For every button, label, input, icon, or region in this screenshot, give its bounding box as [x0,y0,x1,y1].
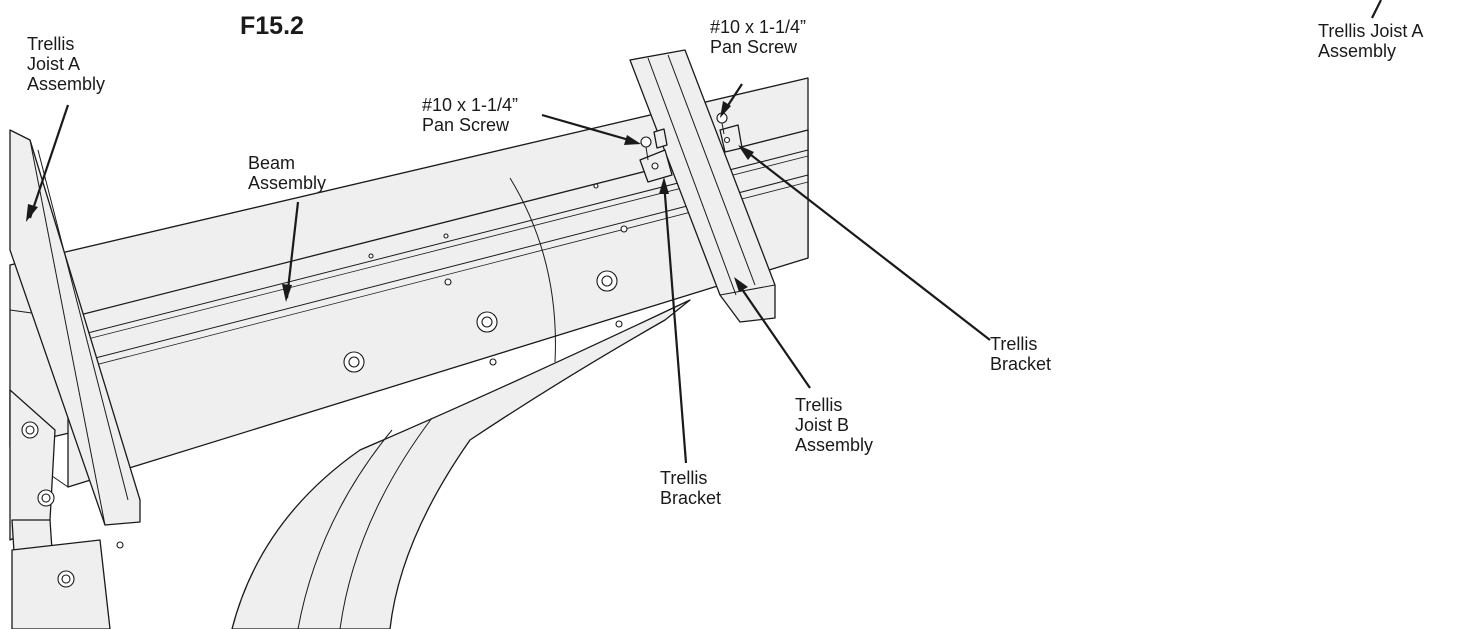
label-trellis-joist-a-left: Trellis Joist A Assembly [27,34,106,94]
leader-lines [26,83,991,464]
beam-holes [343,183,628,373]
figure-id: F15.2 [240,12,304,40]
beam-assembly [9,77,809,488]
trellis-joist-a-left [9,129,141,629]
label-beam-assembly: Beam Assembly [248,153,327,193]
label-trellis-bracket-right: Trellis Bracket [990,334,1052,374]
pan-screws [640,112,728,161]
label-trellis-bracket-center: Trellis Bracket [660,468,722,508]
curved-brace [231,299,691,629]
label-pan-screw-top: #10 x 1-1/4” Pan Screw [710,17,807,57]
label-trellis-joist-a-right: Trellis Joist A Assembly [1318,21,1424,61]
leader-joist-a-right [1371,0,1382,19]
trellis-joist-b [629,49,776,323]
label-pan-screw-left: #10 x 1-1/4” Pan Screw [422,95,519,135]
label-trellis-joist-b: Trellis Joist B Assembly [795,395,874,455]
